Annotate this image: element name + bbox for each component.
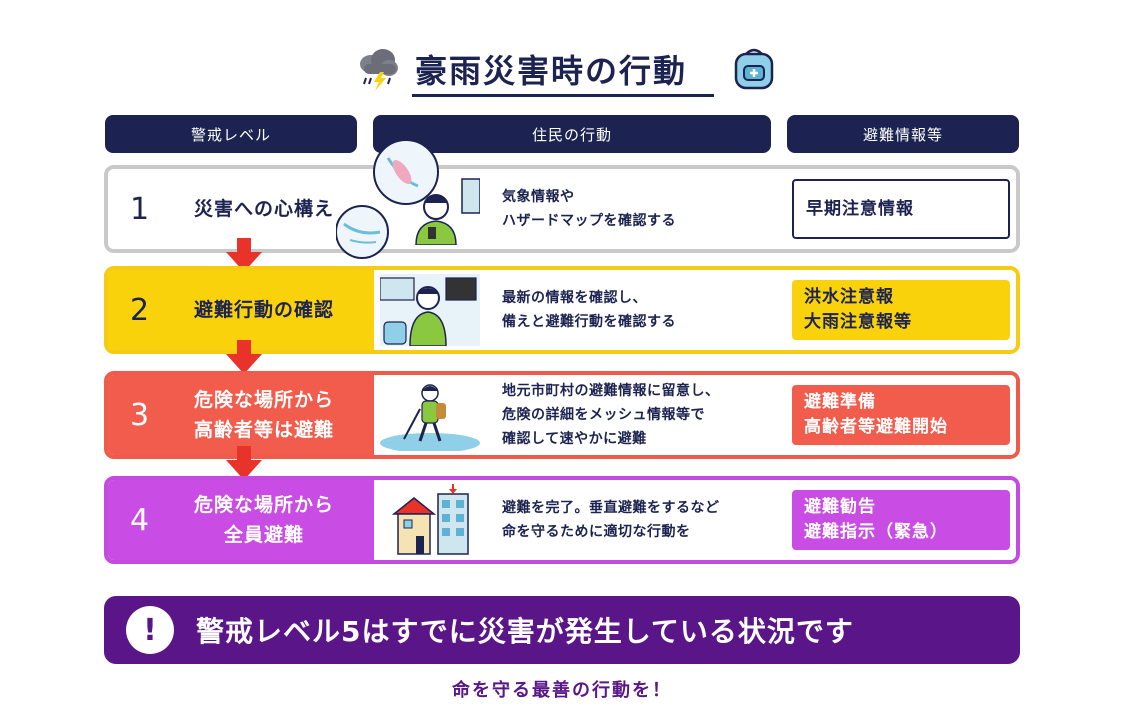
header-action: 住民の行動 [373, 115, 771, 153]
level-number: 3 [130, 397, 150, 433]
info-badge: 早期注意情報 [792, 179, 1010, 239]
info-line: 洪水注意報 [804, 287, 894, 307]
info-line: 避難準備 [804, 392, 876, 412]
desc-line: 備えと避難行動を確認する [502, 314, 676, 330]
action-description: 地元市町村の避難情報に留意し、 危険の詳細をメッシュ情報等で 確認して速やかに避… [502, 375, 792, 455]
level-label-line: 危険な場所から [193, 494, 334, 516]
info-line: 大雨注意報等 [804, 312, 912, 332]
level-cell: 3 危険な場所から 高齢者等は避難 [108, 375, 374, 455]
info-badge: 洪水注意報 大雨注意報等 [792, 280, 1010, 340]
action-description: 最新の情報を確認し、 備えと避難行動を確認する [502, 270, 792, 350]
level-label-line: 避難行動の確認 [193, 299, 334, 321]
info-badge: 避難準備 高齢者等避難開始 [792, 385, 1010, 445]
person-evacuating-illustration [380, 384, 480, 451]
info-badge: 避難勧告 避難指示（緊急） [792, 490, 1010, 550]
action-cell: 最新の情報を確認し、 備えと避難行動を確認する 洪水注意報 大雨注意報等 [374, 270, 1016, 350]
desc-line: 危険の詳細をメッシュ情報等で [502, 407, 705, 423]
level-label-line: 全員避難 [223, 524, 304, 546]
down-arrow-icon [226, 446, 262, 480]
info-line: 高齢者等避難開始 [804, 417, 948, 437]
footer-text: 命を守る最善の行動を！ [452, 680, 672, 701]
level-label-line: 高齢者等は避難 [193, 419, 334, 441]
storm-cloud-icon [360, 49, 398, 91]
action-description: 気象情報や ハザードマップを確認する [502, 169, 792, 249]
page-title: 豪雨災害時の行動 [415, 52, 688, 90]
banner-text: 警戒レベル5はすでに災害が発生している状況です [196, 615, 854, 648]
desc-line: 命を守るために適切な行動を [502, 524, 691, 540]
level-label: 危険な場所から 全員避難 [164, 480, 364, 560]
info-line: 避難勧告 [804, 497, 876, 517]
action-description: 避難を完了。垂直避難をするなど 命を守るために適切な行動を [502, 480, 792, 560]
desc-line: 地元市町村の避難情報に留意し、 [502, 383, 720, 399]
header-level: 警戒レベル [105, 115, 357, 153]
buildings-illustration [391, 484, 469, 555]
level-row-3: 3 危険な場所から 高齢者等は避難 地元市町村の避難情報に留意し、 危険の詳細を… [104, 371, 1020, 459]
exclamation-icon: ! [126, 606, 174, 654]
action-cell: 気象情報や ハザードマップを確認する 早期注意情報 [374, 169, 1016, 249]
down-arrow-icon [226, 340, 262, 374]
level-label: 避難行動の確認 [164, 270, 364, 350]
level-label: 災害への心構え [164, 169, 364, 249]
desc-line: 避難を完了。垂直避難をするなど [502, 500, 720, 516]
desc-line: ハザードマップを確認する [502, 213, 676, 229]
desc-line: 気象情報や [502, 189, 575, 205]
level-label: 危険な場所から 高齢者等は避難 [164, 375, 364, 455]
level-label-line: 危険な場所から [193, 389, 334, 411]
person-preparing-illustration [380, 274, 480, 346]
level-row-1: 1 災害への心構え 気象情報や ハザードマップを確認する 早期注意情報 [104, 165, 1020, 253]
desc-line: 最新の情報を確認し、 [502, 290, 647, 306]
header-info: 避難情報等 [787, 115, 1019, 153]
info-line: 避難指示（緊急） [804, 522, 948, 542]
level-number: 2 [130, 292, 150, 328]
title-underline [412, 94, 714, 97]
person-checking-phone-illustration [415, 178, 480, 245]
level-row-4: 4 危険な場所から 全員避難 避難を完了。垂直避難をするなど 命を守るために適切… [104, 476, 1020, 564]
backpack-icon [734, 48, 774, 90]
desc-line: 確認して速やかに避難 [502, 431, 647, 447]
down-arrow-icon [226, 238, 262, 272]
level-number: 4 [130, 502, 150, 538]
info-line: 早期注意情報 [806, 198, 914, 219]
title-area: 豪雨災害時の行動 [0, 40, 1124, 100]
level-row-2: 2 避難行動の確認 最新の情報を確認し、 備えと避難行動を確認する 洪水注意報 … [104, 266, 1020, 354]
level-cell: 2 避難行動の確認 [108, 270, 374, 350]
action-cell: 避難を完了。垂直避難をするなど 命を守るために適切な行動を 避難勧告 避難指示（… [374, 480, 1016, 560]
level5-banner: ! 警戒レベル5はすでに災害が発生している状況です [104, 596, 1020, 664]
level-cell: 1 災害への心構え [108, 169, 374, 249]
level-cell: 4 危険な場所から 全員避難 [108, 480, 374, 560]
action-cell: 地元市町村の避難情報に留意し、 危険の詳細をメッシュ情報等で 確認して速やかに避… [374, 375, 1016, 455]
level-number: 1 [130, 191, 150, 227]
level-label-line: 災害への心構え [193, 198, 334, 220]
